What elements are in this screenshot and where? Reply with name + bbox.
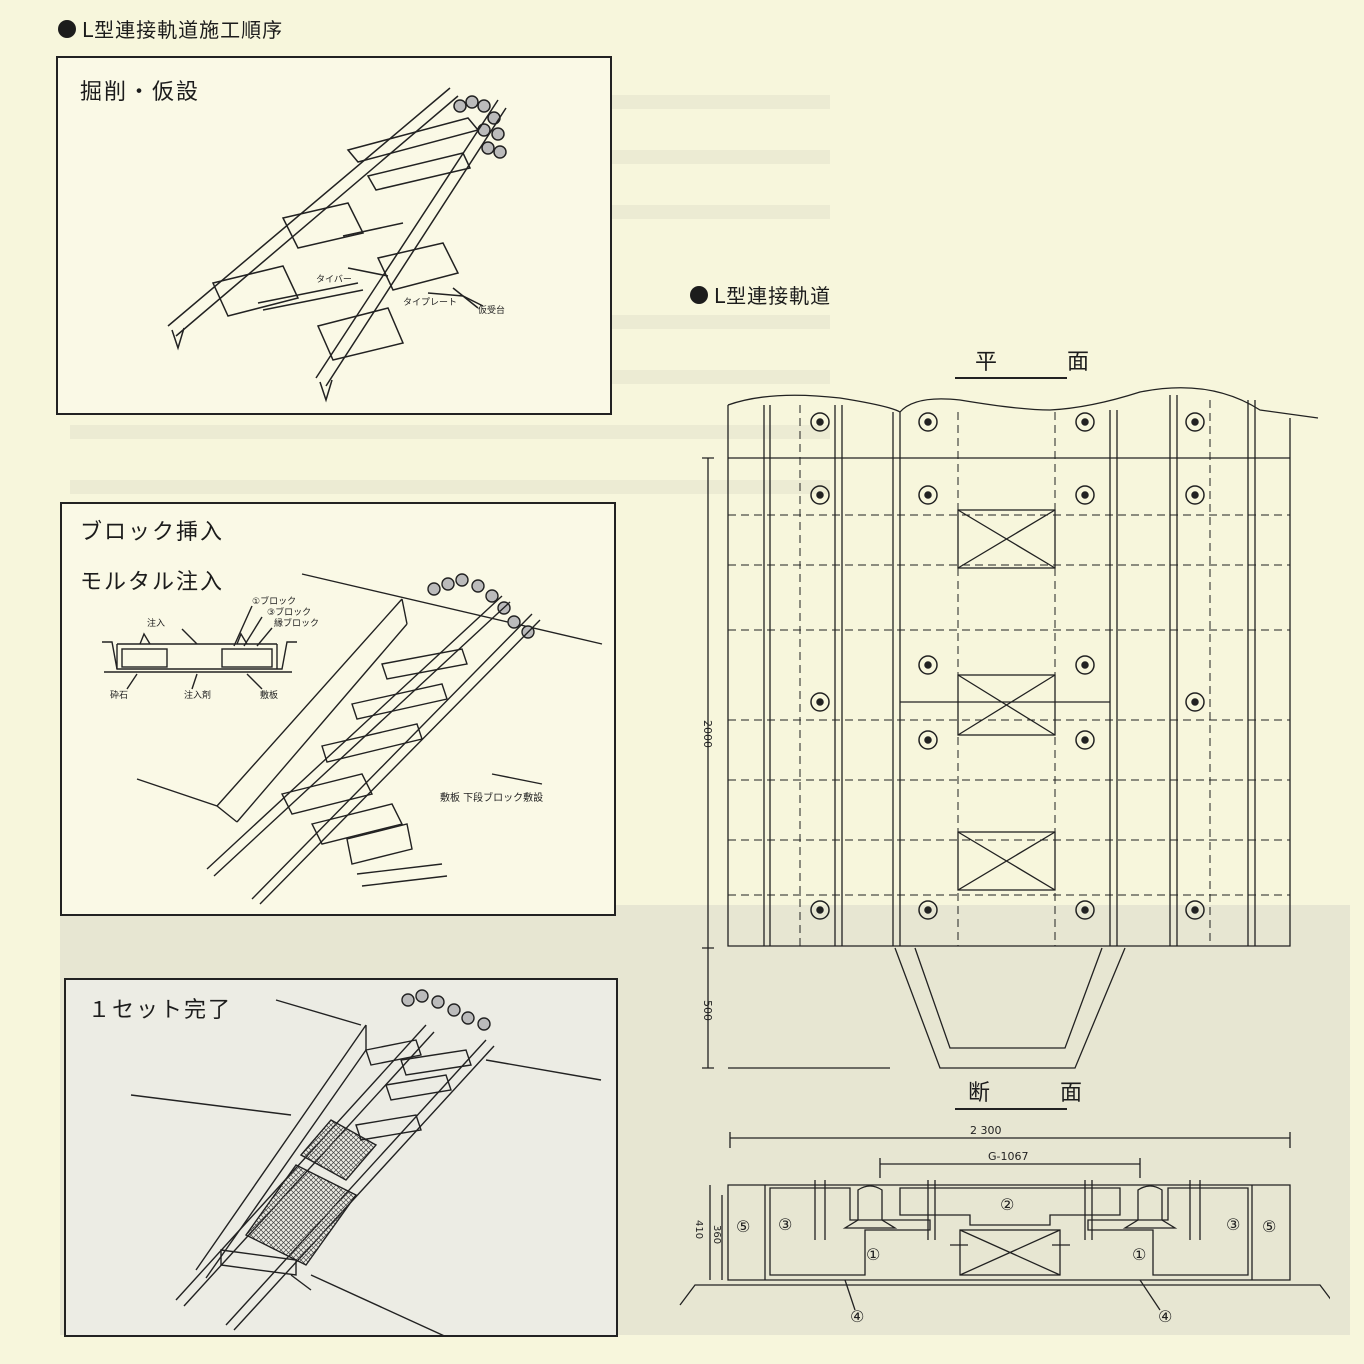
num-4-left: ④ [850,1307,864,1326]
section-title: 断 面 [968,1081,1107,1106]
label-gravel: 砕石 [110,689,128,701]
num-1-right: ① [1132,1245,1146,1264]
plan-view-drawing: 2000 500 [701,387,1319,1069]
dim-410: 410 [693,1220,704,1239]
section-view-drawing: 2 300 G-1067 410 360 ⑤ ③ ① ② ① ③ ⑤ ④ ④ [679,1124,1330,1326]
dim-360: 360 [711,1225,722,1244]
label-injector: 注入剤 [184,689,211,701]
bolt-marks [810,412,1205,920]
num-5-right: ⑤ [1262,1217,1276,1236]
panel3-title: １セット完了 [88,998,233,1023]
bullet-icon [690,285,708,304]
plan-title: 平 面 [975,350,1114,375]
panel2-title-block: ブロック挿入 [80,520,225,545]
right-heading-text: L型連接軌道 [714,284,832,308]
num-5-left: ⑤ [736,1217,750,1236]
label-temp-support: 仮受台 [478,304,505,316]
label-block1: ①ブロック [252,595,296,607]
excavation-illustration: タイバー タイプレート 仮受台 [167,87,507,403]
label-tie-bar: タイバー [316,274,352,285]
label-tie-plate: タイプレート [403,297,457,308]
label-edge-block: 縁ブロック [274,617,319,629]
dim-500: 500 [701,1000,714,1021]
panel-excavation: 掘削・仮設 [56,56,612,415]
panel-set-complete: １セット完了 [64,978,618,1337]
ghost-text-line [70,425,830,439]
left-heading: L型連接軌道施工順序 [58,14,283,43]
dim-gauge: G-1067 [988,1150,1029,1163]
dim-2300: 2 300 [970,1124,1002,1137]
num-1-left: ① [866,1245,880,1264]
right-heading: L型連接軌道 [690,280,831,309]
num-3-right: ③ [1226,1215,1240,1234]
dim-2000: 2000 [701,720,714,748]
num-2: ② [1000,1195,1014,1214]
label-inject: 注入 [147,617,165,629]
block-insertion-illustration: 注入 ①ブロック ③ブロック 縁ブロック 砕石 注入剤 敷板 敷板 下段ブロック… [102,573,603,905]
label-caption: 敷板 下段ブロック敷設 [440,791,543,804]
bullet-icon [58,19,76,38]
left-heading-text: L型連接軌道施工順序 [82,18,284,42]
panel1-title: 掘削・仮設 [80,80,201,105]
panel2-title-mortar: モルタル注入 [80,570,225,595]
label-block3: ③ブロック [267,606,311,618]
ghost-text-line [70,480,830,494]
label-base-plate: 敷板 [260,689,278,701]
set-complete-illustration [130,989,602,1335]
num-4-right: ④ [1158,1307,1172,1326]
panel-block-insertion: ブロック挿入 モルタル注入 [60,502,616,916]
plan-title-underline [955,377,1067,379]
section-title-underline [955,1108,1067,1110]
num-3-left: ③ [778,1215,792,1234]
